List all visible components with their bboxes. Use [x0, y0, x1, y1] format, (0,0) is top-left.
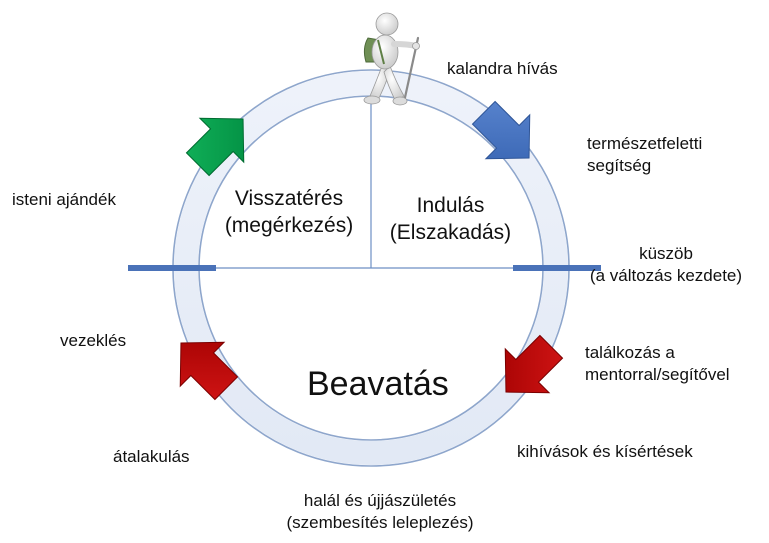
stage-atonement-label: vezeklés — [60, 331, 127, 350]
arrow-up-right-icon — [185, 117, 245, 177]
stage-aid-line2: segítség — [587, 156, 652, 176]
arrow-up-left-icon — [179, 341, 239, 401]
hiker-figure-icon — [363, 12, 420, 106]
phase-departure-line1: Indulás — [416, 194, 485, 217]
stage-trials-label: kihívások és kísértések — [517, 442, 693, 461]
threshold-bar-left — [128, 265, 216, 271]
stage-threshold-line1: küszöb — [639, 244, 693, 263]
threshold-bar-right — [513, 265, 601, 271]
stage-mentor-line2: mentorral/segítővel — [585, 365, 730, 385]
phase-return-line2: (megérkezés) — [224, 214, 354, 238]
arrow-down-right-icon — [471, 100, 531, 160]
stage-threshold-line2: (a változás kezdete) — [589, 266, 743, 286]
phase-return-label: Visszatérés (megérkezés) — [214, 185, 364, 240]
stage-mentor-line1: találkozás a — [585, 343, 675, 362]
stage-transformation-label: átalakulás — [113, 447, 190, 466]
stage-death-rebirth-line2: (szembesítés leleplezés) — [286, 513, 474, 533]
phase-departure-line2: (Elszakadás) — [389, 221, 512, 245]
stage-mentor-label: találkozás a mentorral/segítővel — [585, 342, 730, 386]
stage-gift-label: isteni ajándék — [12, 190, 116, 209]
stage-death-rebirth-line1: halál és újjászületés — [303, 491, 457, 510]
phase-return-line1: Visszatérés — [234, 187, 344, 210]
arrow-down-left-icon — [504, 334, 564, 394]
stage-threshold-label: küszöb (a változás kezdete) — [566, 243, 766, 287]
phase-initiation-label: Beavatás — [307, 365, 449, 403]
phase-departure-label: Indulás (Elszakadás) — [378, 192, 523, 247]
stage-aid-line1: természetfeletti — [587, 134, 703, 153]
stage-aid-label: természetfeletti segítség — [587, 133, 702, 177]
stage-death-rebirth-label: halál és újjászületés (szembesítés lelep… — [250, 490, 510, 534]
stage-call-label: kalandra hívás — [447, 59, 558, 78]
